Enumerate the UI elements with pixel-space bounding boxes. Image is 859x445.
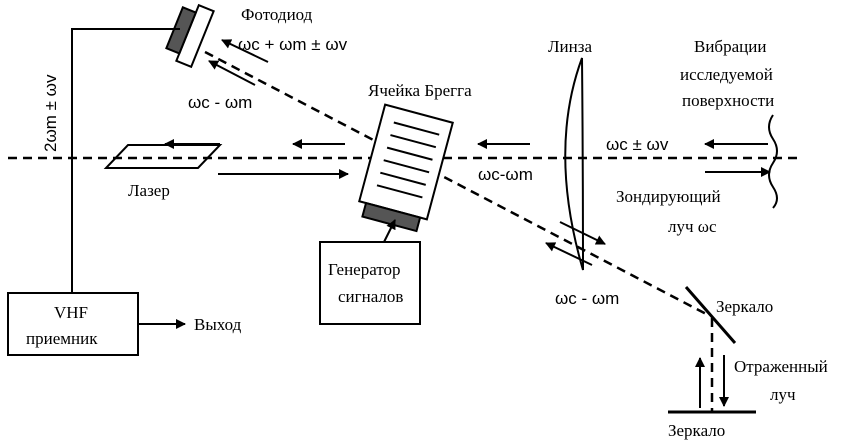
vhf-receiver bbox=[7, 292, 139, 356]
label-probe-1: Зондирующий bbox=[616, 187, 721, 206]
photodiode bbox=[165, 3, 215, 69]
label-laser: Лазер bbox=[128, 181, 170, 200]
label-freq-mid: ωc-ωm bbox=[478, 165, 533, 184]
label-freq-top: ωc + ωm ± ωv bbox=[238, 35, 348, 54]
label-reflected-1: Отраженный bbox=[734, 357, 828, 376]
arrow-to-photodiode-2 bbox=[208, 60, 256, 86]
label-freq-cm-upper: ωc - ωm bbox=[188, 93, 252, 112]
label-generator-2: сигналов bbox=[338, 287, 403, 306]
label-vibrations-1: Вибрации bbox=[694, 37, 766, 56]
generator-arrow bbox=[383, 219, 396, 243]
mirror-upper bbox=[684, 286, 737, 344]
label-vibrations-2: исследуемой bbox=[680, 65, 773, 84]
label-reflected-2: луч bbox=[770, 385, 796, 404]
lens bbox=[564, 57, 584, 271]
label-mirror-lower: Зеркало bbox=[668, 421, 725, 440]
signal-generator bbox=[319, 241, 421, 325]
label-output: Выход bbox=[194, 315, 242, 334]
diffracted-beam-path bbox=[204, 50, 711, 318]
arrow-diag-left bbox=[545, 242, 593, 266]
label-freq-left-vertical: 2ωm ± ωv bbox=[41, 74, 60, 152]
photodiode-wire bbox=[71, 28, 180, 293]
label-bragg-cell: Ячейка Брегга bbox=[368, 81, 472, 100]
label-vibrations-3: поверхности bbox=[682, 91, 774, 110]
label-freq-return: ωc ± ωv bbox=[606, 135, 669, 154]
label-mirror-upper: Зеркало bbox=[716, 297, 773, 316]
laser bbox=[103, 144, 223, 169]
arrow-to-photodiode-1 bbox=[221, 39, 269, 63]
label-photodiode: Фотодиод bbox=[241, 5, 313, 24]
label-generator-1: Генератор bbox=[328, 260, 401, 279]
label-lens: Линза bbox=[548, 37, 592, 56]
arrow-diag-right bbox=[559, 221, 606, 245]
label-probe-2: луч ωc bbox=[668, 217, 717, 236]
vibrating-surface bbox=[768, 114, 778, 209]
label-vhf-1: VHF bbox=[54, 303, 88, 322]
bragg-cell bbox=[358, 103, 454, 233]
label-freq-cm-lower: ωc - ωm bbox=[555, 289, 619, 308]
label-vhf-2: приемник bbox=[26, 329, 98, 348]
